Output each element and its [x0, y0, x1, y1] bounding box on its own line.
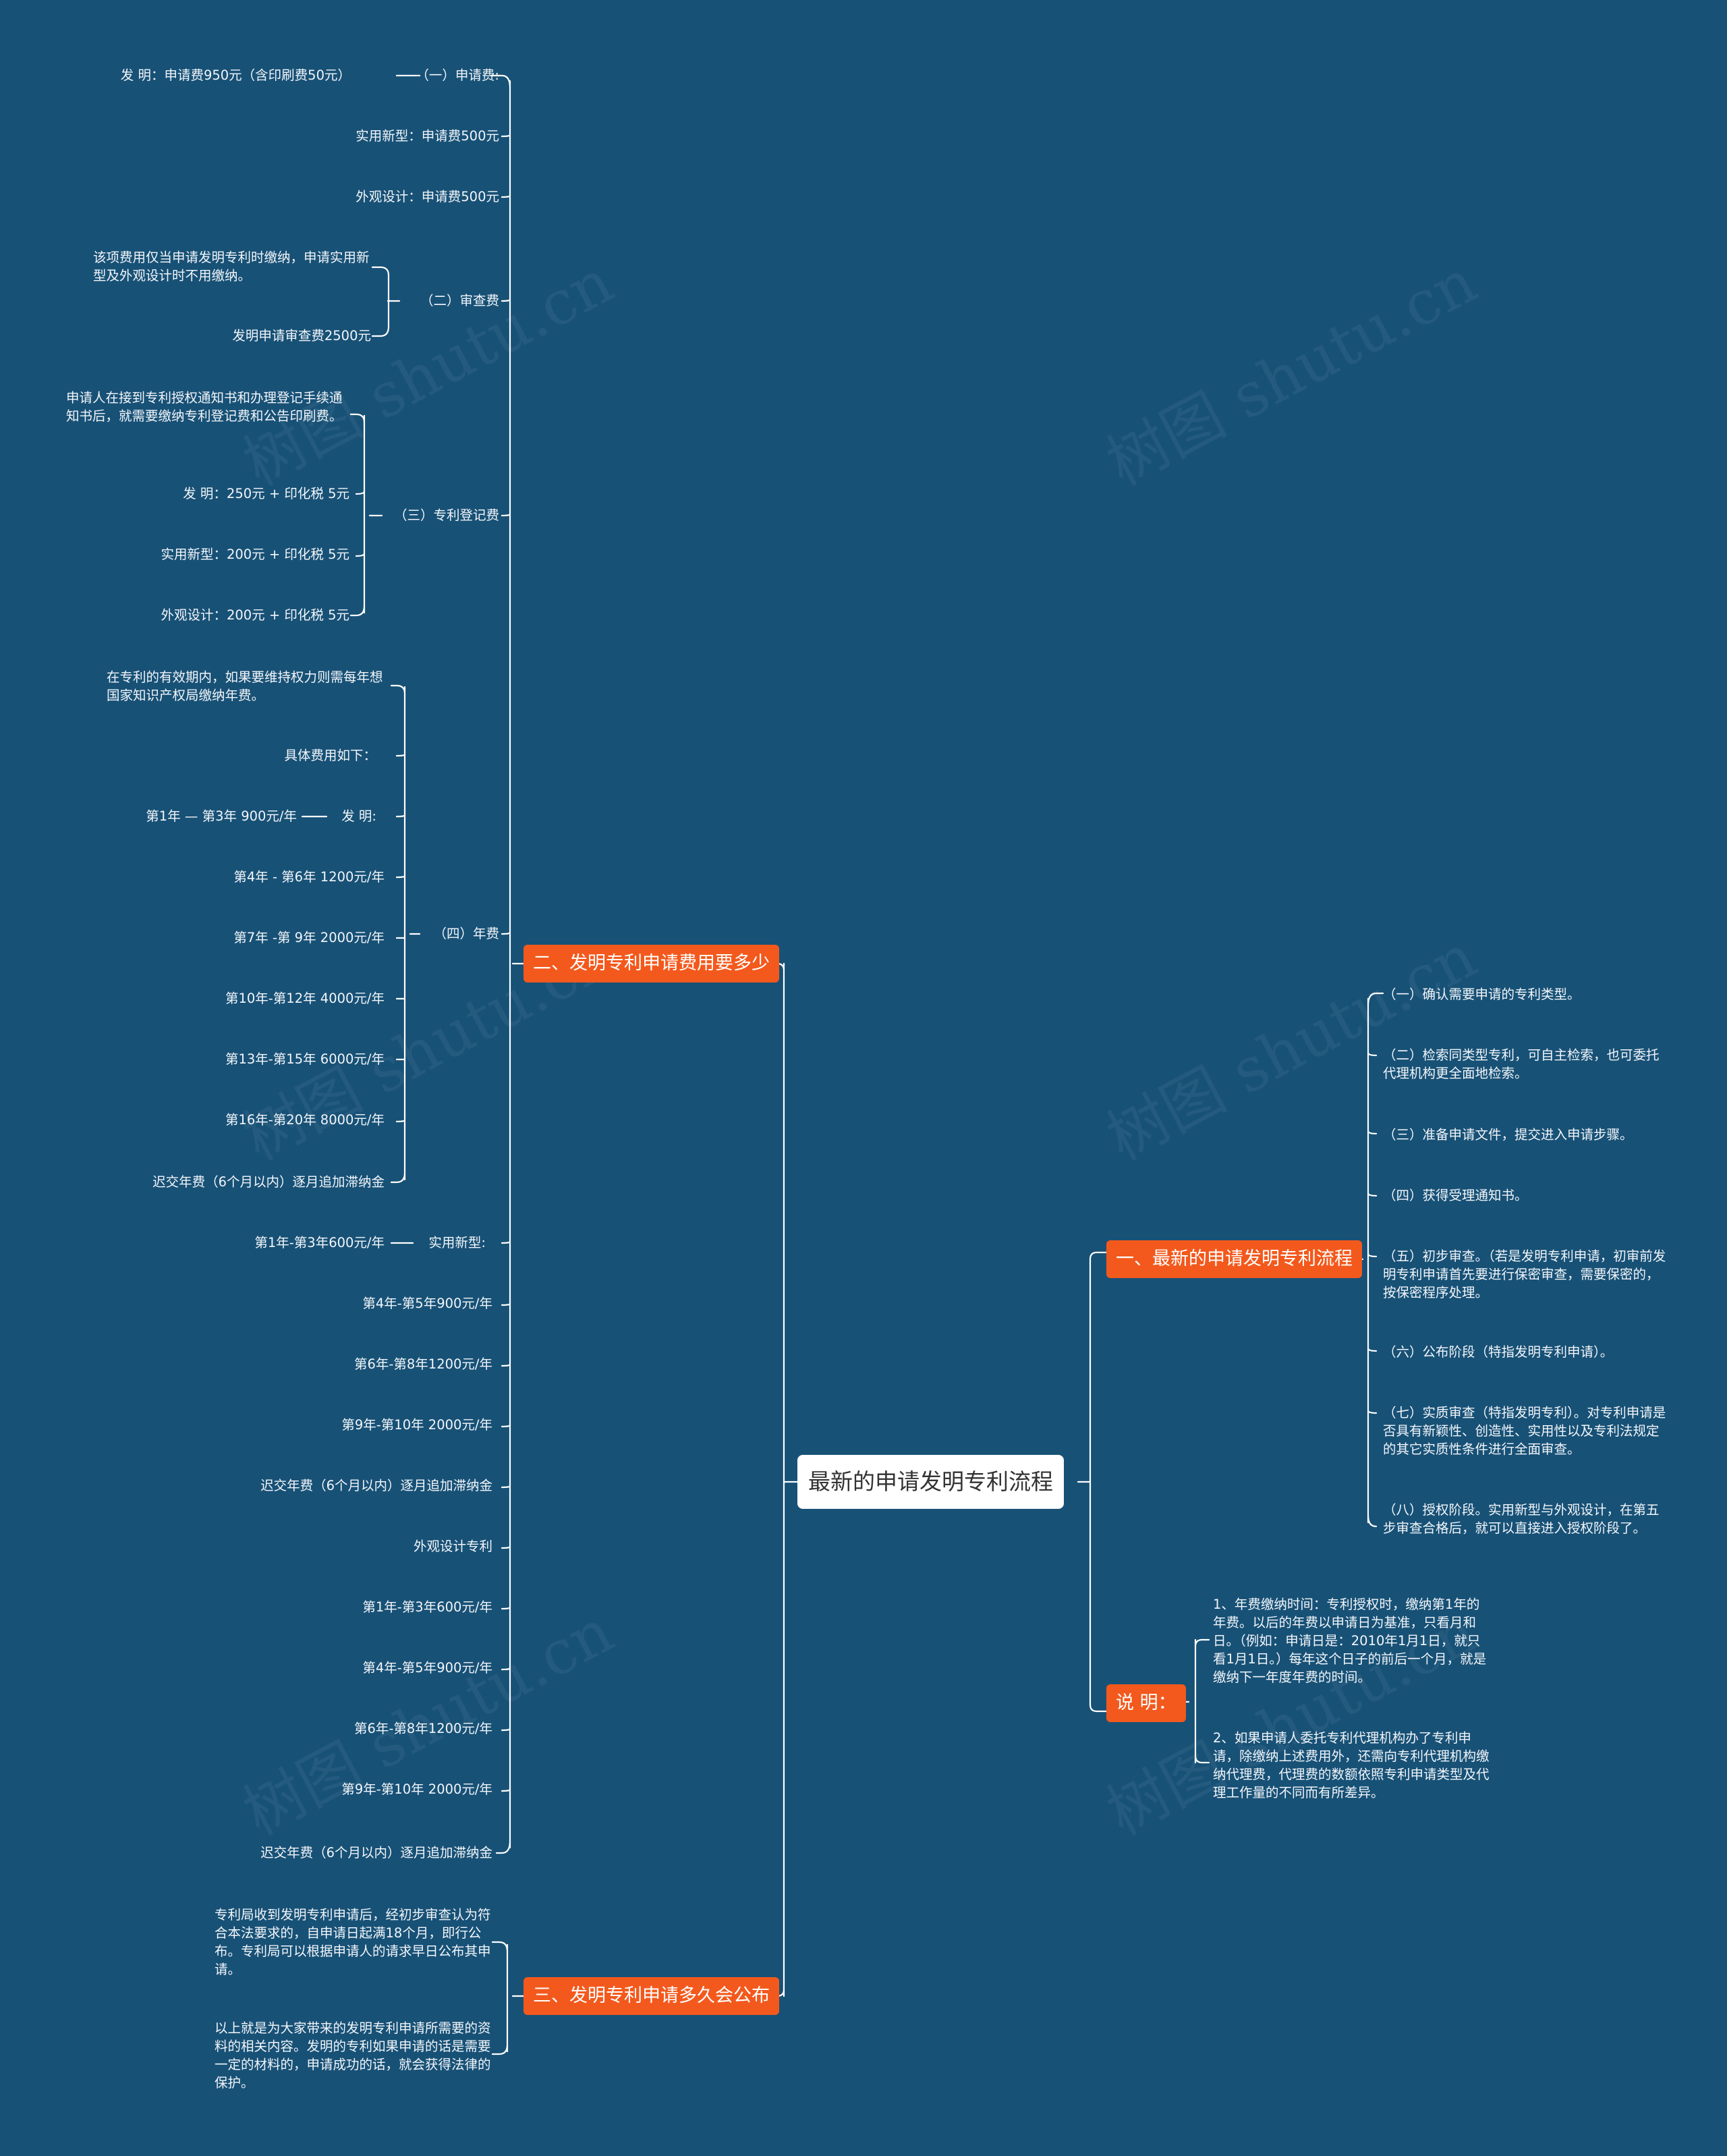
fee-reg-invention[interactable]: 发 明：250元 + 印化税 5元 — [183, 486, 349, 501]
fee-apply-invention[interactable]: 发 明：申请费950元（含印刷费50元） — [120, 67, 351, 83]
publish-item[interactable]: 以上就是为大家带来的发明专利申请所需要的资料的相关内容。发明的专利如果申请的话是… — [215, 2020, 491, 2091]
fee-annual-inv-1[interactable]: 第1年 — 第3年 900元/年 — [146, 808, 297, 824]
fee-apply-design[interactable]: 外观设计：申请费500元 — [356, 189, 499, 204]
publish-item[interactable]: 专利局收到发明专利申请后，经初步审查认为符合本法要求的，自申请日起满18个月，即… — [215, 1907, 491, 1977]
fee-design-late[interactable]: 迟交年费（6个月以内）逐月追加滞纳金 — [260, 1845, 492, 1860]
fee-exam-amount[interactable]: 发明申请审查费2500元 — [232, 328, 371, 343]
fee-annual-inv-5[interactable]: 第13年-第15年 6000元/年 — [225, 1051, 385, 1067]
flow-step[interactable]: （四）获得受理通知书。 — [1383, 1188, 1528, 1203]
fee-design-4[interactable]: 第9年-第10年 2000元/年 — [341, 1781, 492, 1797]
flow-step[interactable]: （五）初步审查。（若是发明专利申请，初审前发明专利申请首先要进行保密审查，需要保… — [1383, 1248, 1666, 1300]
flow-step[interactable]: （三）准备申请文件，提交进入申请步骤。 — [1383, 1127, 1633, 1142]
fee-apply-utility[interactable]: 实用新型：申请费500元 — [356, 128, 499, 144]
fee-annual-detail[interactable]: 具体费用如下： — [284, 748, 376, 763]
fee-utility-3[interactable]: 第6年-第8年1200元/年 — [353, 1356, 492, 1372]
branch-publish-time[interactable]: 三、发明专利申请多久会公布 — [523, 1977, 779, 2015]
fee-annual-label[interactable]: （四）年费 — [433, 926, 499, 941]
fee-design-3[interactable]: 第6年-第8年1200元/年 — [353, 1721, 492, 1736]
note-item[interactable]: 1、年费缴纳时间：专利授权时，缴纳第1年的年费。以后的年费以申请日为基准，只看月… — [1213, 1597, 1487, 1685]
fee-utility-label[interactable]: 实用新型: — [428, 1235, 486, 1250]
branch-fees[interactable]: 二、发明专利申请费用要多少 — [523, 945, 779, 983]
fee-annual-inv-4[interactable]: 第10年-第12年 4000元/年 — [225, 991, 385, 1006]
fee-reg-label[interactable]: （三）专利登记费 — [393, 507, 499, 523]
fee-annual-inv-3[interactable]: 第7年 -第 9年 2000元/年 — [233, 930, 385, 945]
branch-application-flow[interactable]: 一、最新的申请发明专利流程 — [1106, 1240, 1362, 1278]
fee-apply-label[interactable]: （一）申请费: — [416, 67, 499, 83]
fee-annual-inv-label[interactable]: 发 明: — [341, 808, 376, 824]
note-item[interactable]: 2、如果申请人委托专利代理机构办了专利申请，除缴纳上述费用外，还需向专利代理机构… — [1213, 1730, 1490, 1800]
fee-annual-note[interactable]: 在专利的有效期内，如果要维持权力则需每年想国家知识产权局缴纳年费。 — [107, 669, 383, 703]
flow-step[interactable]: （一）确认需要申请的专利类型。 — [1383, 987, 1581, 1002]
fee-exam-label[interactable]: （二）审查费 — [420, 293, 499, 308]
fee-utility-4[interactable]: 第9年-第10年 2000元/年 — [341, 1417, 492, 1433]
fee-utility-1[interactable]: 第1年-第3年600元/年 — [254, 1235, 385, 1250]
fee-design-1[interactable]: 第1年-第3年600元/年 — [362, 1599, 492, 1615]
fee-annual-inv-2[interactable]: 第4年 - 第6年 1200元/年 — [233, 869, 385, 885]
fee-annual-inv-late[interactable]: 迟交年费（6个月以内）逐月追加滞纳金 — [152, 1174, 385, 1190]
fee-utility-late[interactable]: 迟交年费（6个月以内）逐月追加滞纳金 — [260, 1478, 492, 1493]
flow-step[interactable]: （六）公布阶段（特指发明专利申请）。 — [1383, 1344, 1614, 1360]
flow-step[interactable]: （二）检索同类型专利，可自主检索，也可委托代理机构更全面地检索。 — [1383, 1047, 1660, 1081]
fee-exam-note[interactable]: 该项费用仅当申请发明专利时缴纳，申请实用新型及外观设计时不用缴纳。 — [93, 250, 370, 283]
fee-reg-utility[interactable]: 实用新型：200元 + 印化税 5元 — [161, 547, 349, 562]
fee-reg-note[interactable]: 申请人在接到专利授权通知书和办理登记手续通知书后，就需要缴纳专利登记费和公告印刷… — [66, 390, 343, 424]
fee-reg-design[interactable]: 外观设计：200元 + 印化税 5元 — [161, 607, 349, 623]
branch-notes[interactable]: 说 明： — [1106, 1684, 1186, 1722]
root-node[interactable]: 最新的申请发明专利流程 — [797, 1455, 1064, 1509]
flow-step[interactable]: （八）授权阶段。实用新型与外观设计，在第五步审查合格后，就可以直接进入授权阶段了… — [1383, 1502, 1660, 1536]
flow-step[interactable]: （七）实质审查（特指发明专利）。对专利申请是否具有新颖性、创造性、实用性以及专利… — [1383, 1405, 1666, 1457]
fee-annual-inv-6[interactable]: 第16年-第20年 8000元/年 — [225, 1112, 385, 1128]
fee-design-2[interactable]: 第4年-第5年900元/年 — [362, 1660, 492, 1676]
fee-utility-2[interactable]: 第4年-第5年900元/年 — [362, 1296, 492, 1311]
fee-design-label[interactable]: 外观设计专利 — [413, 1539, 492, 1554]
